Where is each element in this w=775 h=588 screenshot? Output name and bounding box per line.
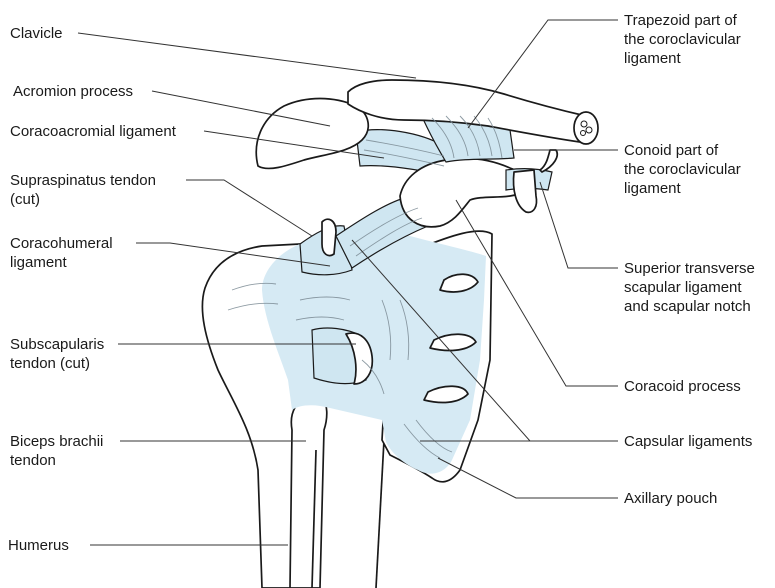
superior-transverse-label-line3: and scapular notch (624, 297, 755, 316)
conoid-label: Conoid part of the coroclavicular ligame… (624, 141, 741, 198)
axillary-label-text: Axillary pouch (624, 489, 717, 508)
superior-transverse-label-line1: Superior transverse (624, 259, 755, 278)
subscapularis-label-line2: tendon (cut) (10, 354, 104, 373)
capsular-label-text: Capsular ligaments (624, 432, 752, 451)
subscapularis-label-line1: Subscapularis (10, 335, 104, 354)
superior-transverse-label-line2: scapular ligament (624, 278, 755, 297)
superior-transverse-label: Superior transverse scapular ligament an… (624, 259, 755, 316)
superior-transverse-ligament (506, 150, 557, 212)
coracoacromial-label-text: Coracoacromial ligament (10, 122, 176, 141)
coracoid-label: Coracoid process (624, 377, 741, 396)
trapezoid-label-line2: the coroclavicular (624, 30, 741, 49)
biceps-label-line2: tendon (10, 451, 103, 470)
biceps-label-line1: Biceps brachii (10, 432, 103, 451)
coracoid-label-text: Coracoid process (624, 377, 741, 396)
coracohumeral-label: Coracohumeral ligament (10, 234, 113, 272)
supraspinatus-label-line1: Supraspinatus tendon (10, 171, 156, 190)
axillary-label: Axillary pouch (624, 489, 717, 508)
subscapularis-tendon (312, 328, 372, 384)
acromion-bone (256, 99, 368, 169)
supraspinatus-label-line2: (cut) (10, 190, 156, 209)
coracoacromial-label: Coracoacromial ligament (10, 122, 176, 141)
biceps-label: Biceps brachii tendon (10, 432, 103, 470)
humerus-label-text: Humerus (8, 536, 69, 555)
trapezoid-label-line1: Trapezoid part of (624, 11, 741, 30)
subscapularis-label: Subscapularis tendon (cut) (10, 335, 104, 373)
humerus-label: Humerus (8, 536, 69, 555)
conoid-label-line3: ligament (624, 179, 741, 198)
trapezoid-label: Trapezoid part of the coroclavicular lig… (624, 11, 741, 68)
clavicle-label-text: Clavicle (10, 24, 63, 43)
conoid-label-line1: Conoid part of (624, 141, 741, 160)
supraspinatus-label: Supraspinatus tendon (cut) (10, 171, 156, 209)
acromion-label: Acromion process (13, 82, 133, 101)
capsular-label: Capsular ligaments (624, 432, 752, 451)
clavicle-label: Clavicle (10, 24, 63, 43)
coracohumeral-label-line1: Coracohumeral (10, 234, 113, 253)
trapezoid-label-line3: ligament (624, 49, 741, 68)
conoid-label-line2: the coroclavicular (624, 160, 741, 179)
coracohumeral-label-line2: ligament (10, 253, 113, 272)
acromion-label-text: Acromion process (13, 82, 133, 101)
